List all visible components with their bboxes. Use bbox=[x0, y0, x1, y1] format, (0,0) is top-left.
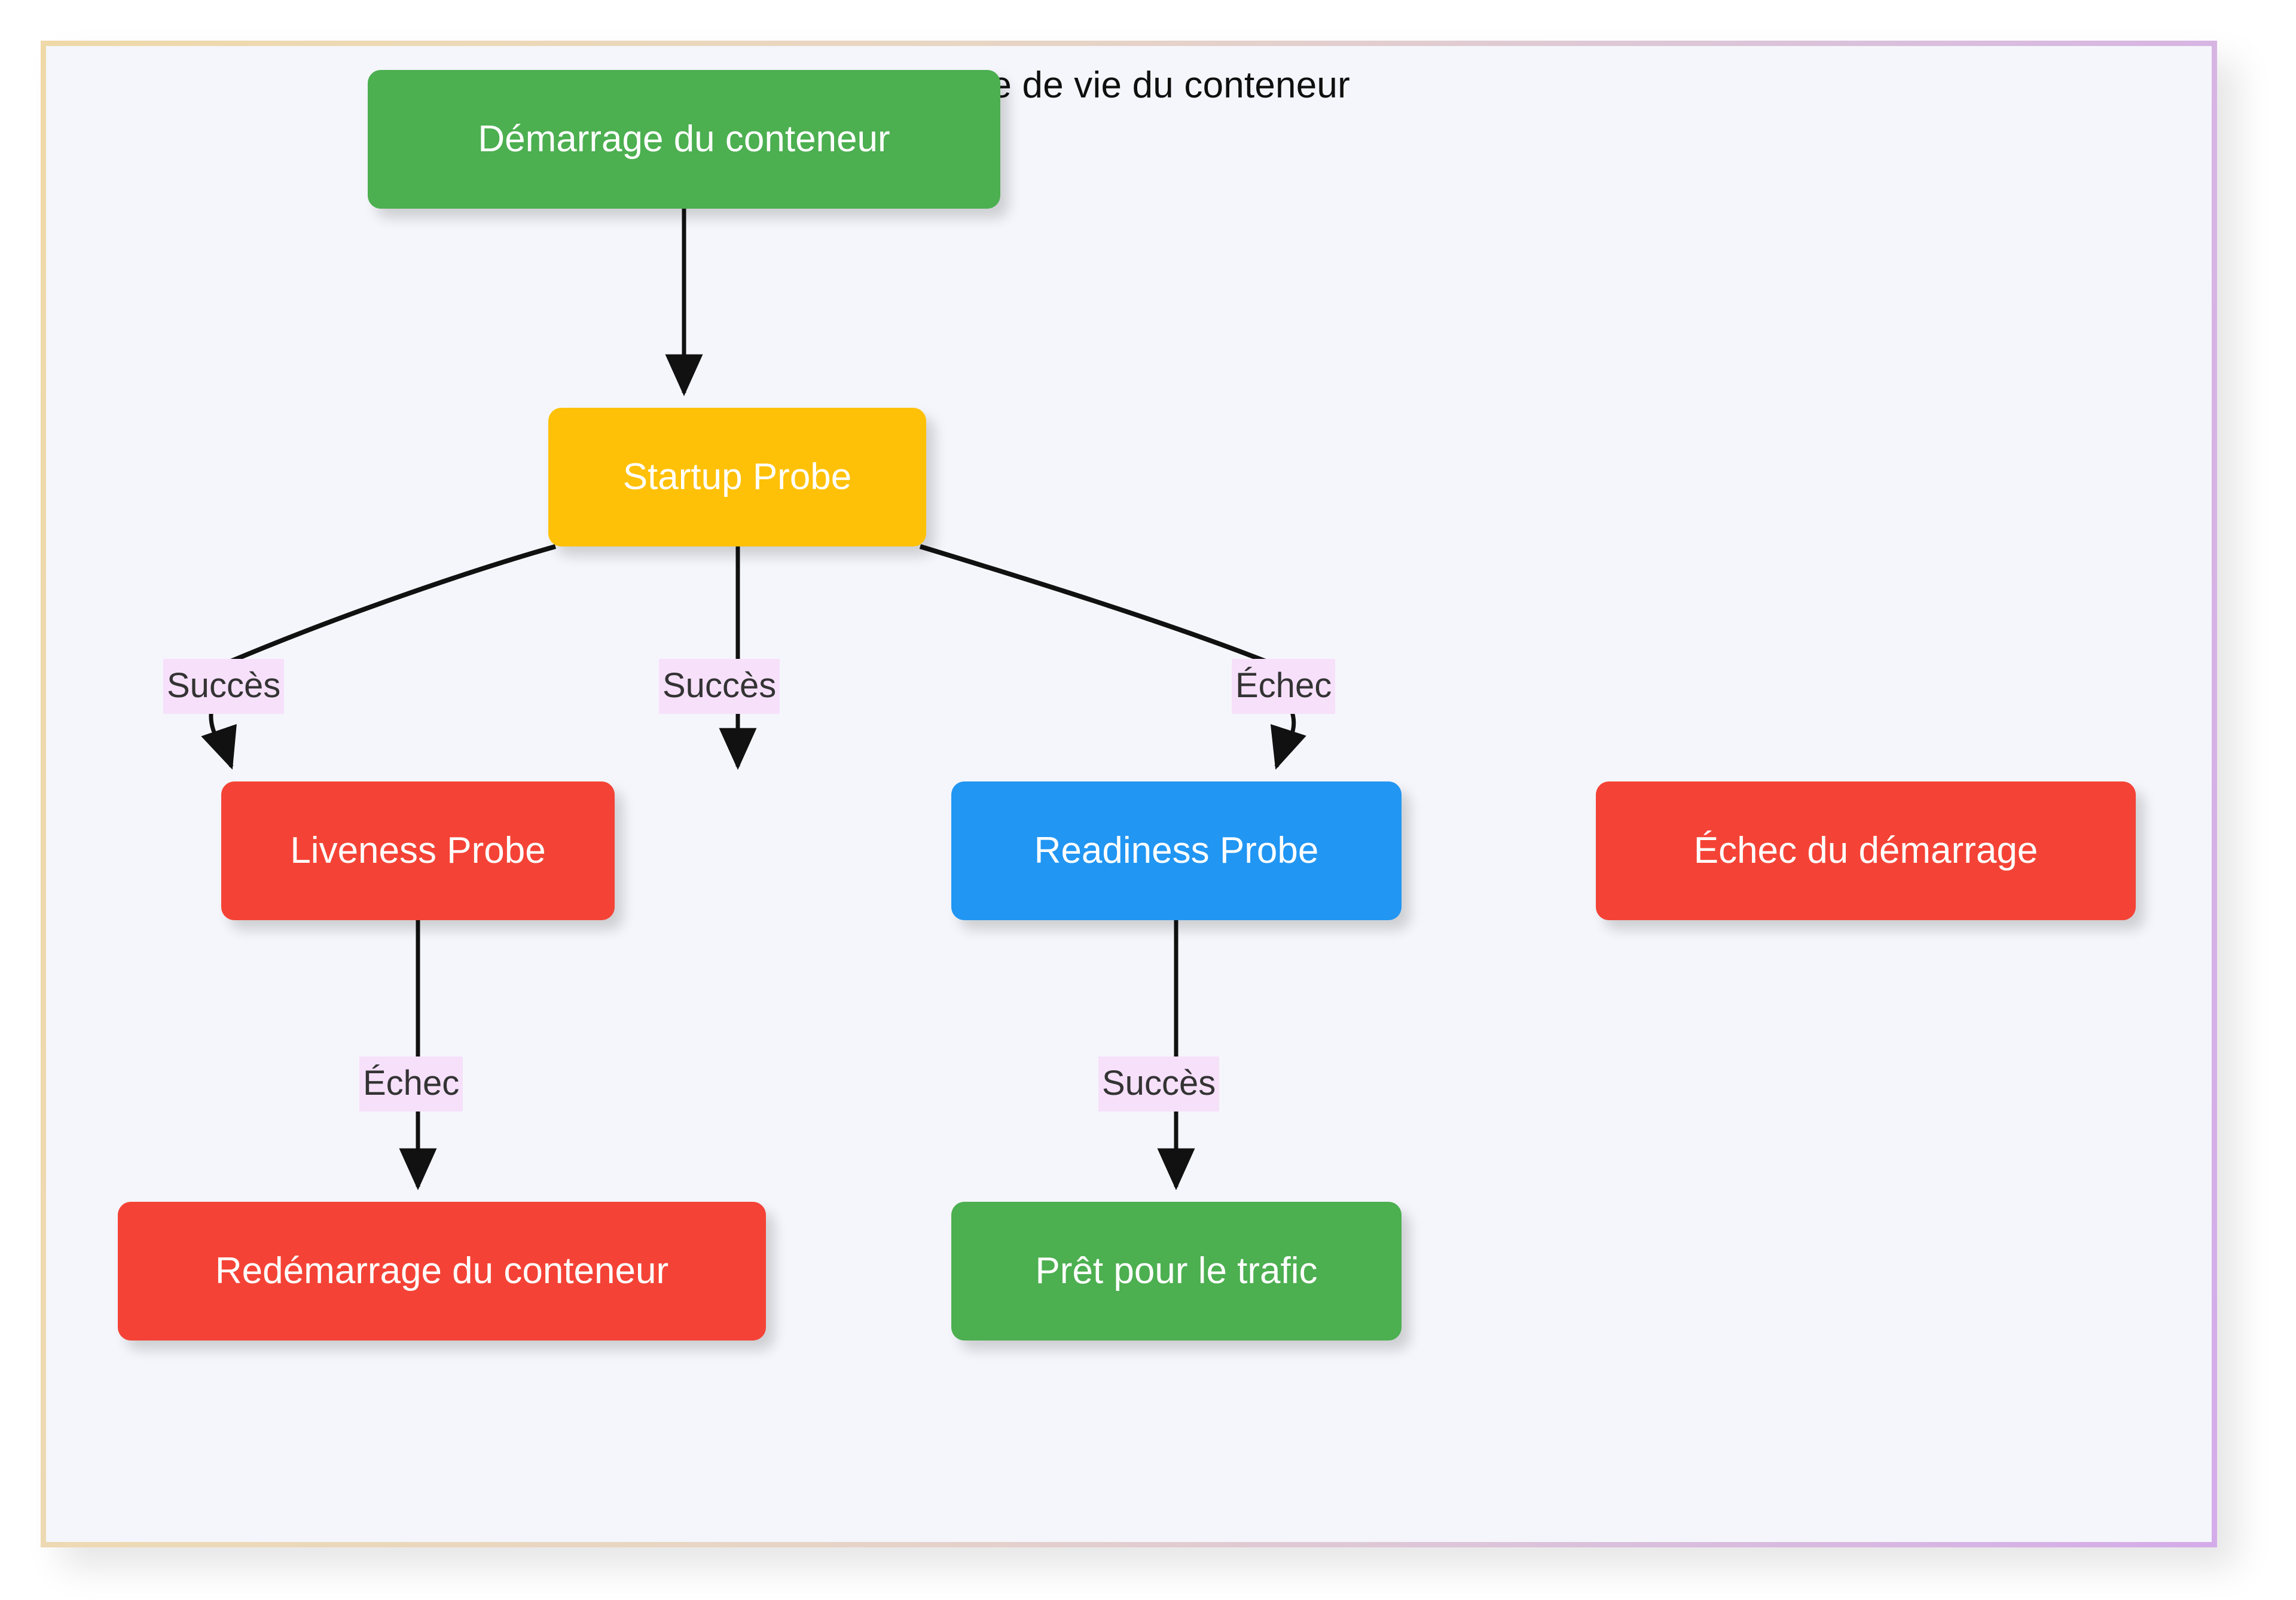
edge-label-readiness-ready: Succès bbox=[1098, 1057, 1220, 1112]
node-startup-probe[interactable]: Startup Probe bbox=[548, 408, 926, 546]
edge-label-startup-liveness: Succès bbox=[163, 659, 285, 714]
edge-label-liveness-restart: Échec bbox=[359, 1057, 463, 1112]
edge-startup-to-failure-upper bbox=[919, 544, 1276, 667]
edge-startup-to-liveness-upper bbox=[221, 544, 557, 667]
diagram-frame: Cycle de vie du conteneur Démarrage du c… bbox=[41, 41, 2217, 1547]
node-label: Redémarrage du conteneur bbox=[215, 1250, 669, 1291]
node-startup-failure[interactable]: Échec du démarrage bbox=[1596, 781, 2136, 920]
node-container-restart[interactable]: Redémarrage du conteneur bbox=[118, 1202, 766, 1341]
node-ready-for-traffic[interactable]: Prêt pour le trafic bbox=[951, 1202, 1402, 1341]
node-label: Démarrage du conteneur bbox=[478, 118, 890, 160]
node-liveness-probe[interactable]: Liveness Probe bbox=[221, 781, 615, 920]
node-label: Échec du démarrage bbox=[1693, 830, 2038, 871]
node-label: Startup Probe bbox=[622, 456, 852, 497]
node-label: Liveness Probe bbox=[290, 830, 546, 871]
edge-label-startup-failure: Échec bbox=[1232, 659, 1336, 714]
node-label: Prêt pour le trafic bbox=[1035, 1250, 1318, 1291]
node-label: Readiness Probe bbox=[1034, 830, 1319, 871]
node-readiness-probe[interactable]: Readiness Probe bbox=[951, 781, 1402, 920]
edge-label-startup-readiness: Succès bbox=[659, 659, 780, 714]
edge-startup-to-liveness-lower bbox=[201, 708, 237, 770]
edge-startup-to-failure-lower bbox=[1270, 707, 1306, 770]
node-container-start[interactable]: Démarrage du conteneur bbox=[368, 70, 1000, 209]
